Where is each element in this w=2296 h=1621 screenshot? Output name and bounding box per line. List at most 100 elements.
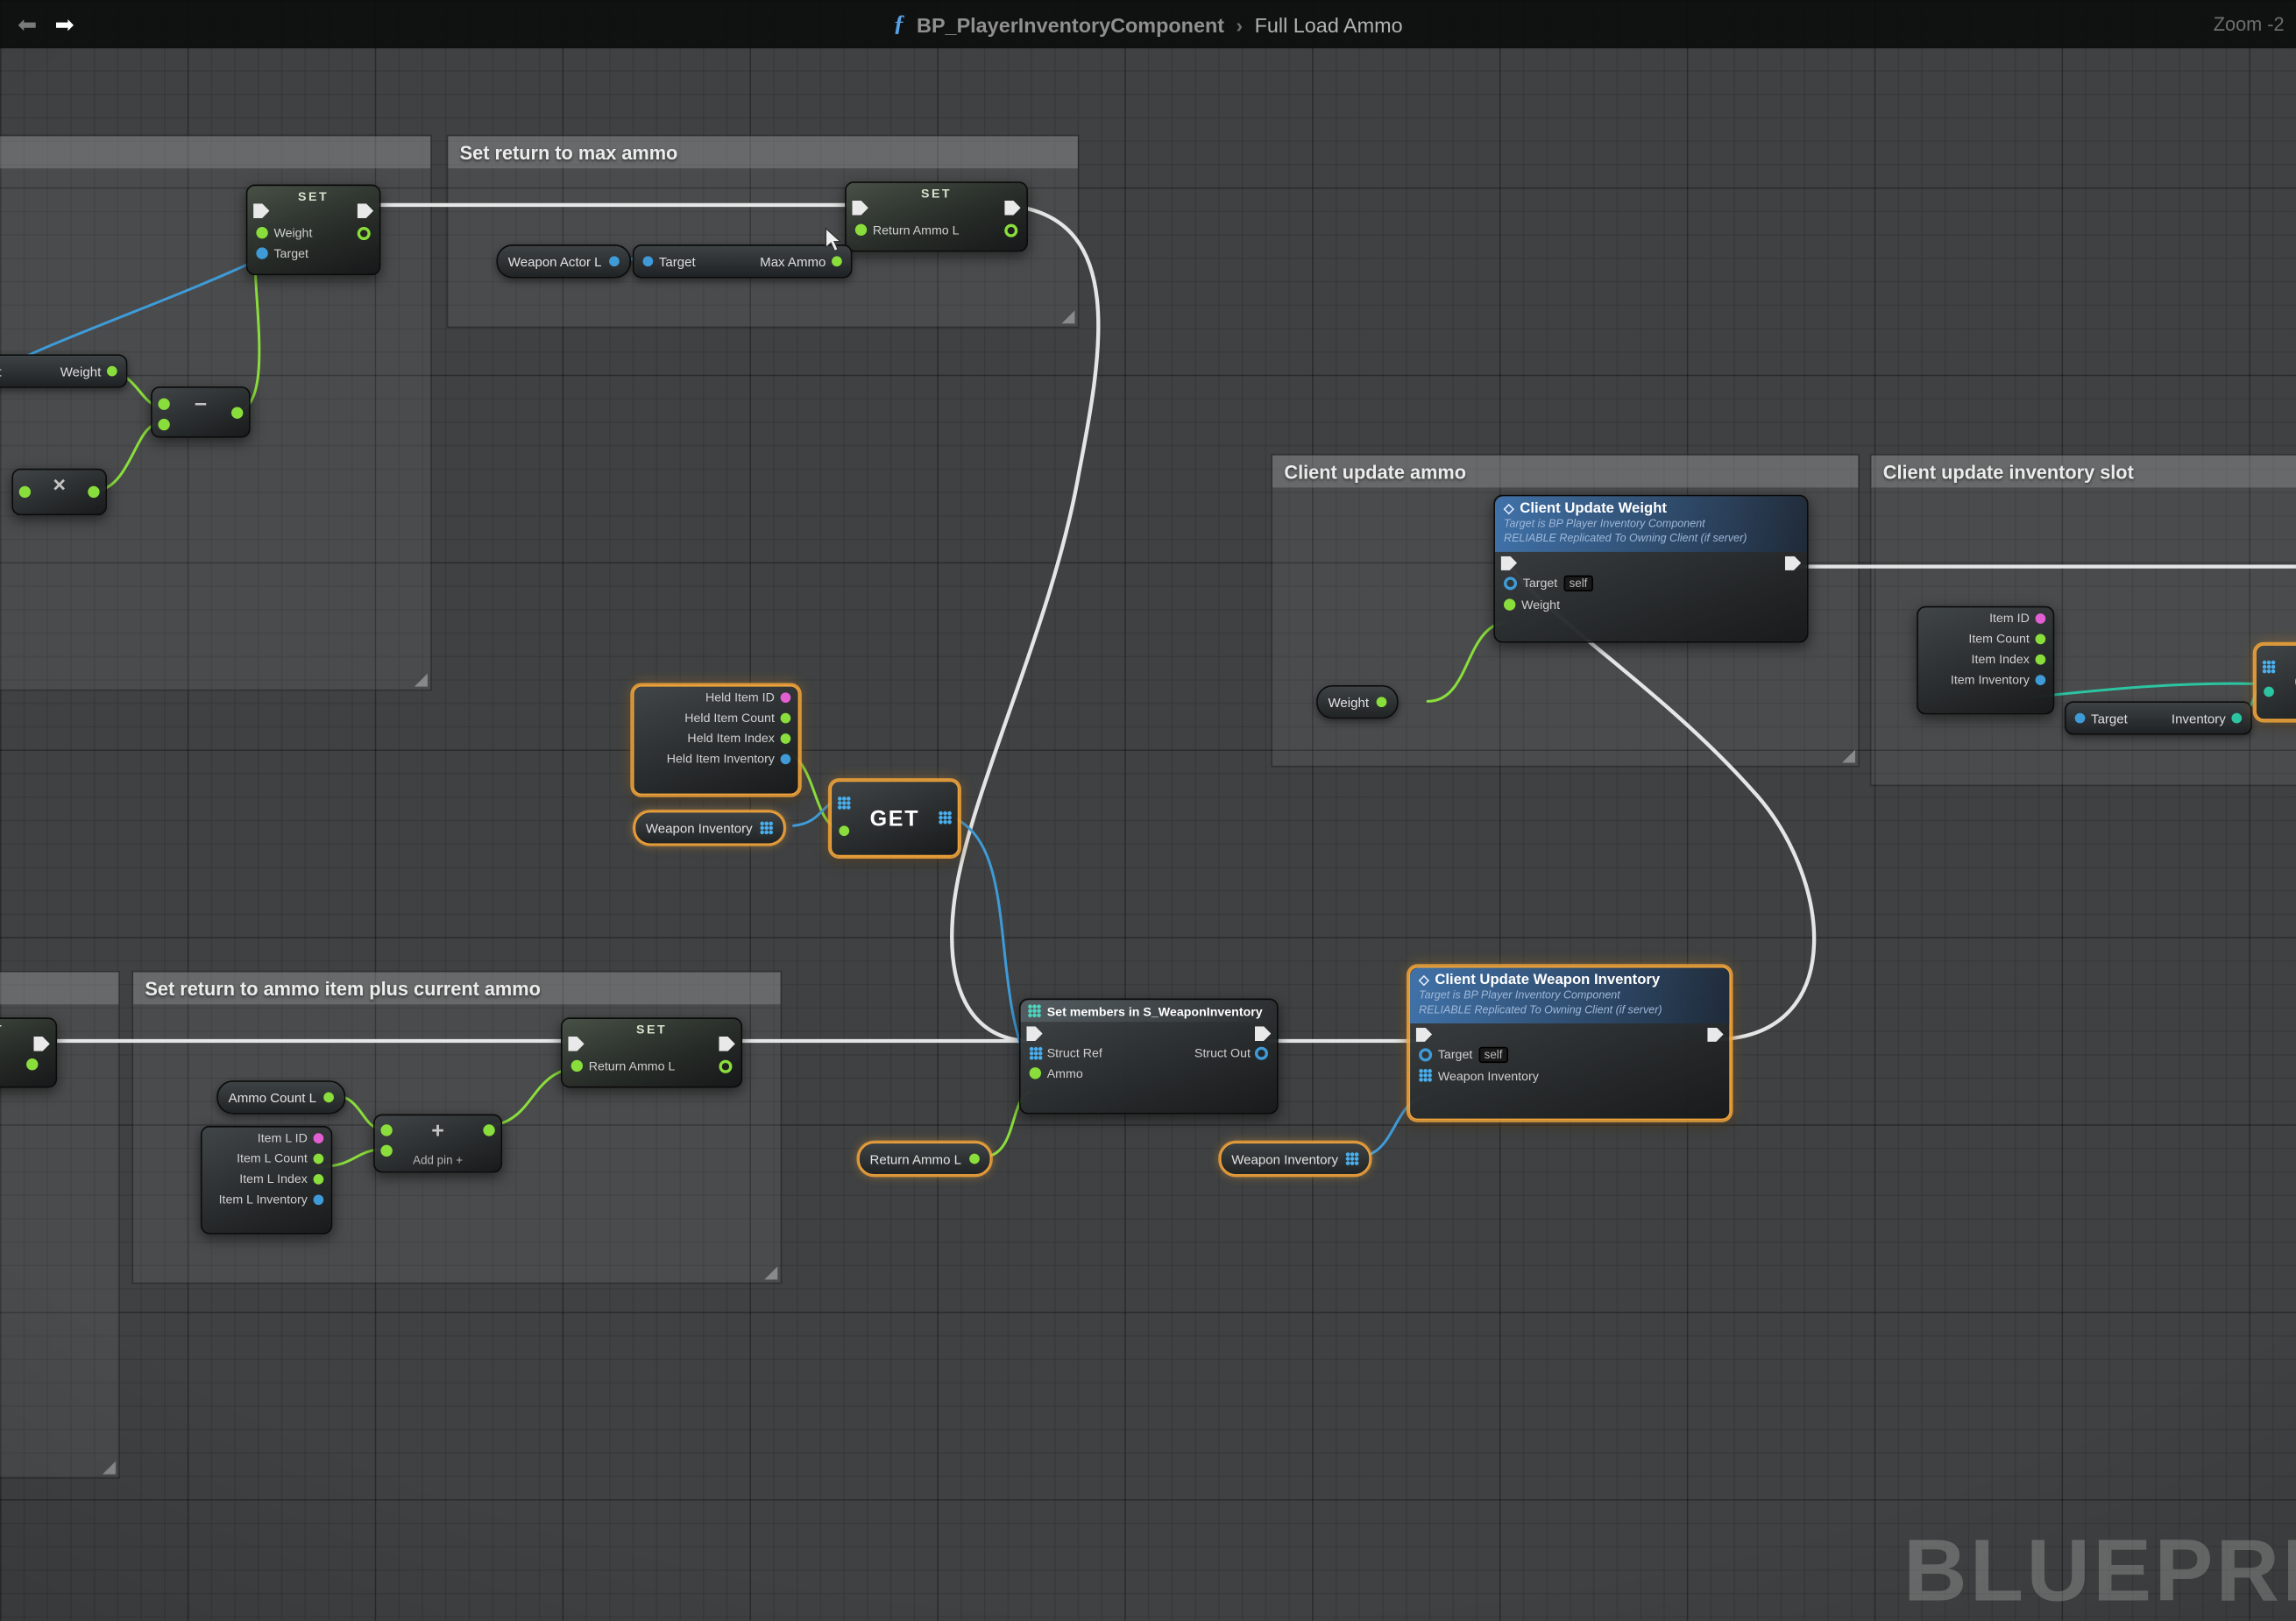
float-out-pin[interactable] bbox=[106, 365, 117, 377]
exec-out-pin[interactable] bbox=[1004, 200, 1021, 216]
float-out-pin[interactable] bbox=[968, 1153, 980, 1164]
int-pin[interactable] bbox=[780, 733, 791, 743]
break-held-item-node[interactable]: Held Item ID Held Item Count Held Item I… bbox=[632, 684, 800, 796]
object-pin[interactable] bbox=[313, 1193, 324, 1205]
float-in-pin[interactable] bbox=[18, 485, 32, 499]
float-out-pin[interactable] bbox=[26, 1058, 39, 1071]
variable-node-weapon-inventory-a[interactable]: Weapon Inventory bbox=[634, 810, 785, 846]
add-pin-button[interactable]: Add pin + bbox=[413, 1153, 464, 1167]
exec-in-pin[interactable] bbox=[1026, 1026, 1043, 1042]
breadcrumb-blueprint[interactable]: BP_PlayerInventoryComponent bbox=[917, 12, 1225, 36]
set-partial-node[interactable]: SET bbox=[0, 1017, 58, 1088]
index-pin[interactable] bbox=[2264, 686, 2274, 697]
target-pin[interactable] bbox=[1504, 576, 1518, 590]
float-out-pin[interactable] bbox=[357, 226, 371, 240]
struct-ref-pin[interactable] bbox=[1029, 1045, 1043, 1059]
set-return-ammo-max-node[interactable]: SET Return Ammo L bbox=[845, 181, 1028, 252]
float-pin[interactable] bbox=[570, 1059, 584, 1072]
exec-out-pin[interactable] bbox=[357, 203, 374, 218]
wire-iteminventory-to-get-right[interactable] bbox=[2032, 682, 2256, 698]
object-out-pin[interactable] bbox=[608, 256, 620, 267]
forward-button[interactable]: ➡ bbox=[54, 12, 74, 38]
float-pin[interactable] bbox=[854, 223, 868, 237]
comment-header[interactable] bbox=[0, 136, 431, 169]
exec-out-pin[interactable] bbox=[719, 1036, 735, 1051]
get-weight-partial-node[interactable]: Target Weight bbox=[0, 354, 128, 388]
comment-header[interactable]: Client update inventory slot bbox=[1871, 455, 2296, 488]
struct-array-pin[interactable] bbox=[1419, 1068, 1433, 1082]
exec-out-pin[interactable] bbox=[33, 1036, 50, 1051]
float-pin[interactable] bbox=[256, 226, 268, 239]
variable-node-return-ammo[interactable]: Return Ammo L bbox=[858, 1142, 991, 1176]
float-out-pin[interactable] bbox=[1004, 223, 1018, 237]
client-update-weight-node[interactable]: ◇ Client Update Weight Target is BP Play… bbox=[1493, 494, 1809, 643]
wire-exec-setmax-to-setmembers[interactable] bbox=[950, 204, 1101, 1044]
wire-get-to-structref[interactable] bbox=[950, 815, 1030, 1066]
struct-array-out-pin[interactable] bbox=[1345, 1151, 1359, 1166]
subtract-node[interactable]: – bbox=[151, 386, 251, 438]
variable-node-weight[interactable]: Weight bbox=[1316, 684, 1399, 719]
float-in-pin[interactable] bbox=[380, 1144, 393, 1157]
float-out-pin[interactable] bbox=[483, 1124, 495, 1136]
index-pin[interactable] bbox=[839, 825, 850, 837]
int-pin[interactable] bbox=[313, 1173, 324, 1184]
struct-id-pin[interactable] bbox=[313, 1132, 324, 1143]
break-item-node[interactable]: Item ID Item Count Item Index Item Inven… bbox=[1917, 605, 2055, 715]
float-in-pin[interactable] bbox=[158, 398, 170, 410]
wire-float-weight-to-cuw[interactable] bbox=[1426, 620, 1506, 703]
int-pin[interactable] bbox=[2035, 633, 2046, 644]
comment-header[interactable]: Set return to ammo item plus current amm… bbox=[133, 972, 781, 1005]
multiply-node[interactable]: × bbox=[11, 468, 107, 516]
client-update-weapon-inventory-node[interactable]: ◇ Client Update Weapon Inventory Target … bbox=[1408, 966, 1732, 1121]
float-out-pin[interactable] bbox=[231, 407, 244, 419]
float-out-pin[interactable] bbox=[88, 485, 100, 499]
exec-in-pin[interactable] bbox=[1500, 556, 1518, 570]
float-out-pin[interactable] bbox=[323, 1092, 335, 1103]
struct-id-pin[interactable] bbox=[780, 691, 791, 703]
float-in-pin[interactable] bbox=[380, 1124, 393, 1136]
object-pin[interactable] bbox=[2035, 674, 2046, 685]
float-pin[interactable] bbox=[1504, 598, 1516, 610]
exec-out-pin[interactable] bbox=[1784, 556, 1802, 570]
wire-float-multiply-to-subtract[interactable] bbox=[96, 423, 157, 492]
struct-out-pin[interactable] bbox=[939, 810, 953, 825]
exec-in-pin[interactable] bbox=[852, 200, 868, 216]
comment-header[interactable]: Set return to max ammo bbox=[448, 136, 1078, 169]
array-in-pin[interactable] bbox=[837, 796, 851, 810]
set-members-node[interactable]: Set members in S_WeaponInventory Struct … bbox=[1018, 998, 1279, 1115]
variable-node-weapon-actor[interactable]: Weapon Actor L bbox=[496, 244, 631, 279]
float-out-pin[interactable] bbox=[1376, 697, 1387, 708]
breadcrumb-graph[interactable]: Full Load Ammo bbox=[1254, 12, 1403, 36]
array-get-node-right[interactable]: GET bbox=[2255, 644, 2296, 721]
array-get-node[interactable]: GET bbox=[830, 780, 960, 857]
array-out-pin[interactable] bbox=[2231, 712, 2243, 724]
exec-in-pin[interactable] bbox=[1415, 1027, 1433, 1042]
exec-out-pin[interactable] bbox=[1254, 1026, 1272, 1042]
back-button[interactable]: ⬅ bbox=[18, 12, 38, 38]
break-item-l-node[interactable]: Item L ID Item L Count Item L Index Item… bbox=[200, 1125, 333, 1235]
struct-id-pin[interactable] bbox=[2035, 612, 2046, 623]
set-return-ammo-node[interactable]: SET Return Ammo L bbox=[560, 1017, 743, 1088]
int-pin[interactable] bbox=[2035, 654, 2046, 664]
float-in-pin[interactable] bbox=[158, 418, 170, 431]
exec-out-pin[interactable] bbox=[1707, 1027, 1724, 1042]
variable-node-weapon-inventory-b[interactable]: Weapon Inventory bbox=[1219, 1142, 1371, 1176]
int-pin[interactable] bbox=[780, 711, 791, 723]
float-pin[interactable] bbox=[1029, 1067, 1042, 1079]
target-pin[interactable] bbox=[2074, 712, 2086, 724]
struct-out-pin[interactable] bbox=[1254, 1045, 1268, 1059]
comment-header[interactable] bbox=[0, 972, 119, 1005]
exec-in-pin[interactable] bbox=[253, 203, 270, 218]
get-inventory-node[interactable]: Target Inventory bbox=[2064, 701, 2252, 735]
array-in-pin[interactable] bbox=[2262, 660, 2276, 674]
comment-header[interactable]: Client update ammo bbox=[1272, 455, 1859, 488]
get-max-ammo-node[interactable]: Target Max Ammo bbox=[632, 244, 853, 279]
object-pin[interactable] bbox=[256, 247, 268, 259]
target-pin[interactable] bbox=[642, 256, 654, 267]
object-pin[interactable] bbox=[780, 753, 791, 764]
add-node[interactable]: + Add pin + bbox=[373, 1114, 503, 1173]
wire-object-target-offscreen[interactable] bbox=[0, 256, 264, 371]
target-pin[interactable] bbox=[1419, 1047, 1433, 1061]
set-weight-node[interactable]: SET Weight Target bbox=[245, 184, 381, 276]
